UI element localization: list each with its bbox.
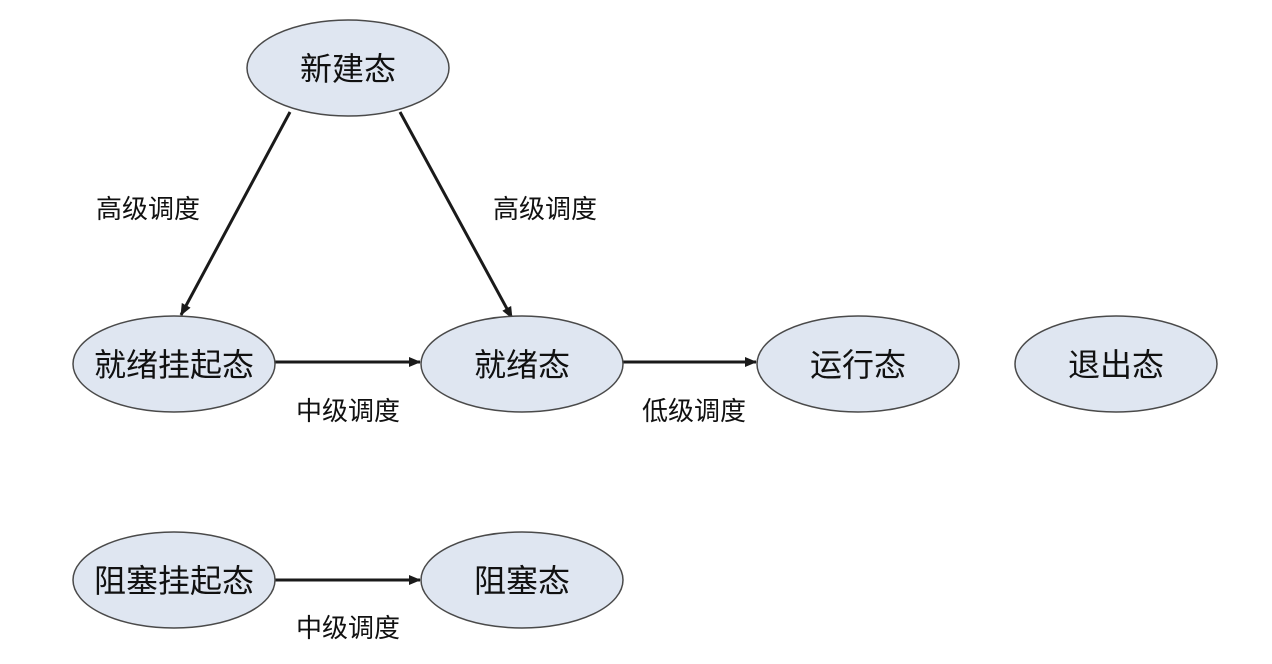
edge-label-mid-level-scheduling: 中级调度 [296,397,400,427]
node-blocked-suspend: 阻塞挂起态 [72,531,276,629]
node-label-running: 运行态 [810,346,906,384]
edge-label-high-level-scheduling-right: 高级调度 [493,195,597,225]
edge-ready-suspend-to-ready: 中级调度 [275,357,421,427]
edge-label-low-level-scheduling: 低级调度 [642,397,746,427]
node-label-new: 新建态 [300,50,396,88]
edge-new-to-ready-suspend: 高级调度 [96,111,292,316]
edge-label-mid-level-scheduling-bottom: 中级调度 [296,614,400,644]
node-ready: 就绪态 [420,315,624,413]
node-label-blocked-suspend: 阻塞挂起态 [94,562,254,600]
node-label-ready-suspend: 就绪挂起态 [94,346,254,384]
edge-ready-to-running: 低级调度 [622,357,757,427]
node-label-exit: 退出态 [1068,346,1164,384]
node-label-blocked: 阻塞态 [474,562,570,600]
node-label-ready: 就绪态 [474,346,570,384]
edge-label-high-level-scheduling-left: 高级调度 [96,195,200,225]
node-running: 运行态 [756,315,960,413]
node-new: 新建态 [246,19,450,117]
edge-new-to-ready: 高级调度 [398,111,597,319]
node-exit: 退出态 [1014,315,1218,413]
edge-blocked-suspend-to-blocked: 中级调度 [275,575,421,644]
node-blocked: 阻塞态 [420,531,624,629]
node-ready-suspend: 就绪挂起态 [72,315,276,413]
